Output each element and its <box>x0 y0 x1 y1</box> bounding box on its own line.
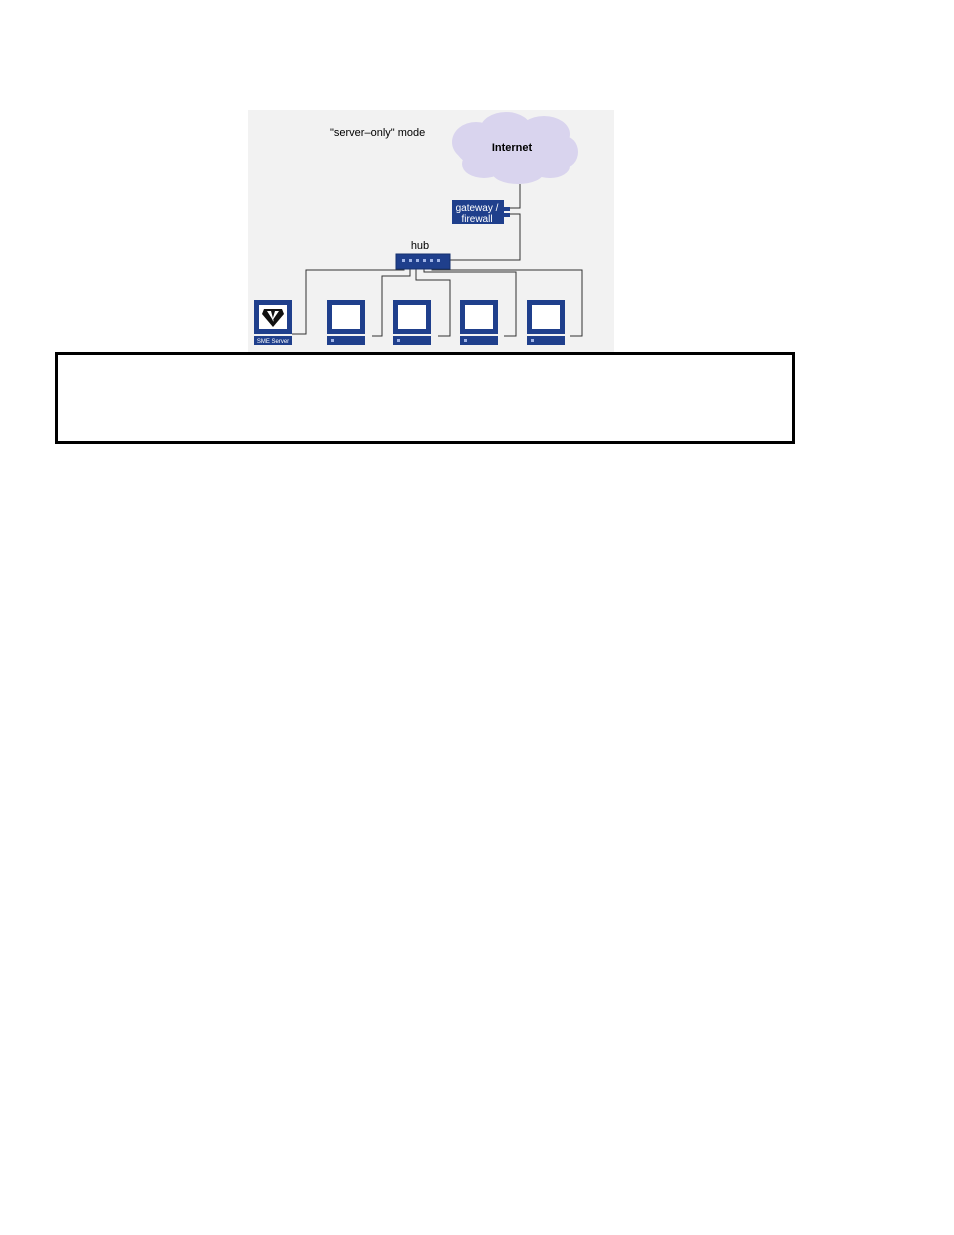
gateway-label-line1: gateway / <box>456 203 499 214</box>
gateway-icon: gateway / firewall <box>452 200 510 225</box>
internet-cloud-icon: Internet <box>452 112 578 184</box>
workstation-icon <box>327 300 365 345</box>
internet-label: Internet <box>492 142 533 154</box>
server-label: SME Server <box>257 339 289 345</box>
mode-label: "server–only" mode <box>330 127 425 139</box>
hub-icon: hub <box>395 240 451 270</box>
workstation-icon <box>393 300 431 345</box>
caption-box <box>55 352 795 444</box>
workstation-icon <box>460 300 498 345</box>
hub-label: hub <box>411 240 429 252</box>
sme-server-icon: SME Server <box>254 300 292 345</box>
gateway-label-line2: firewall <box>461 214 492 225</box>
network-diagram: "server–only" mode Internet <box>248 110 614 352</box>
workstation-icon <box>527 300 565 345</box>
